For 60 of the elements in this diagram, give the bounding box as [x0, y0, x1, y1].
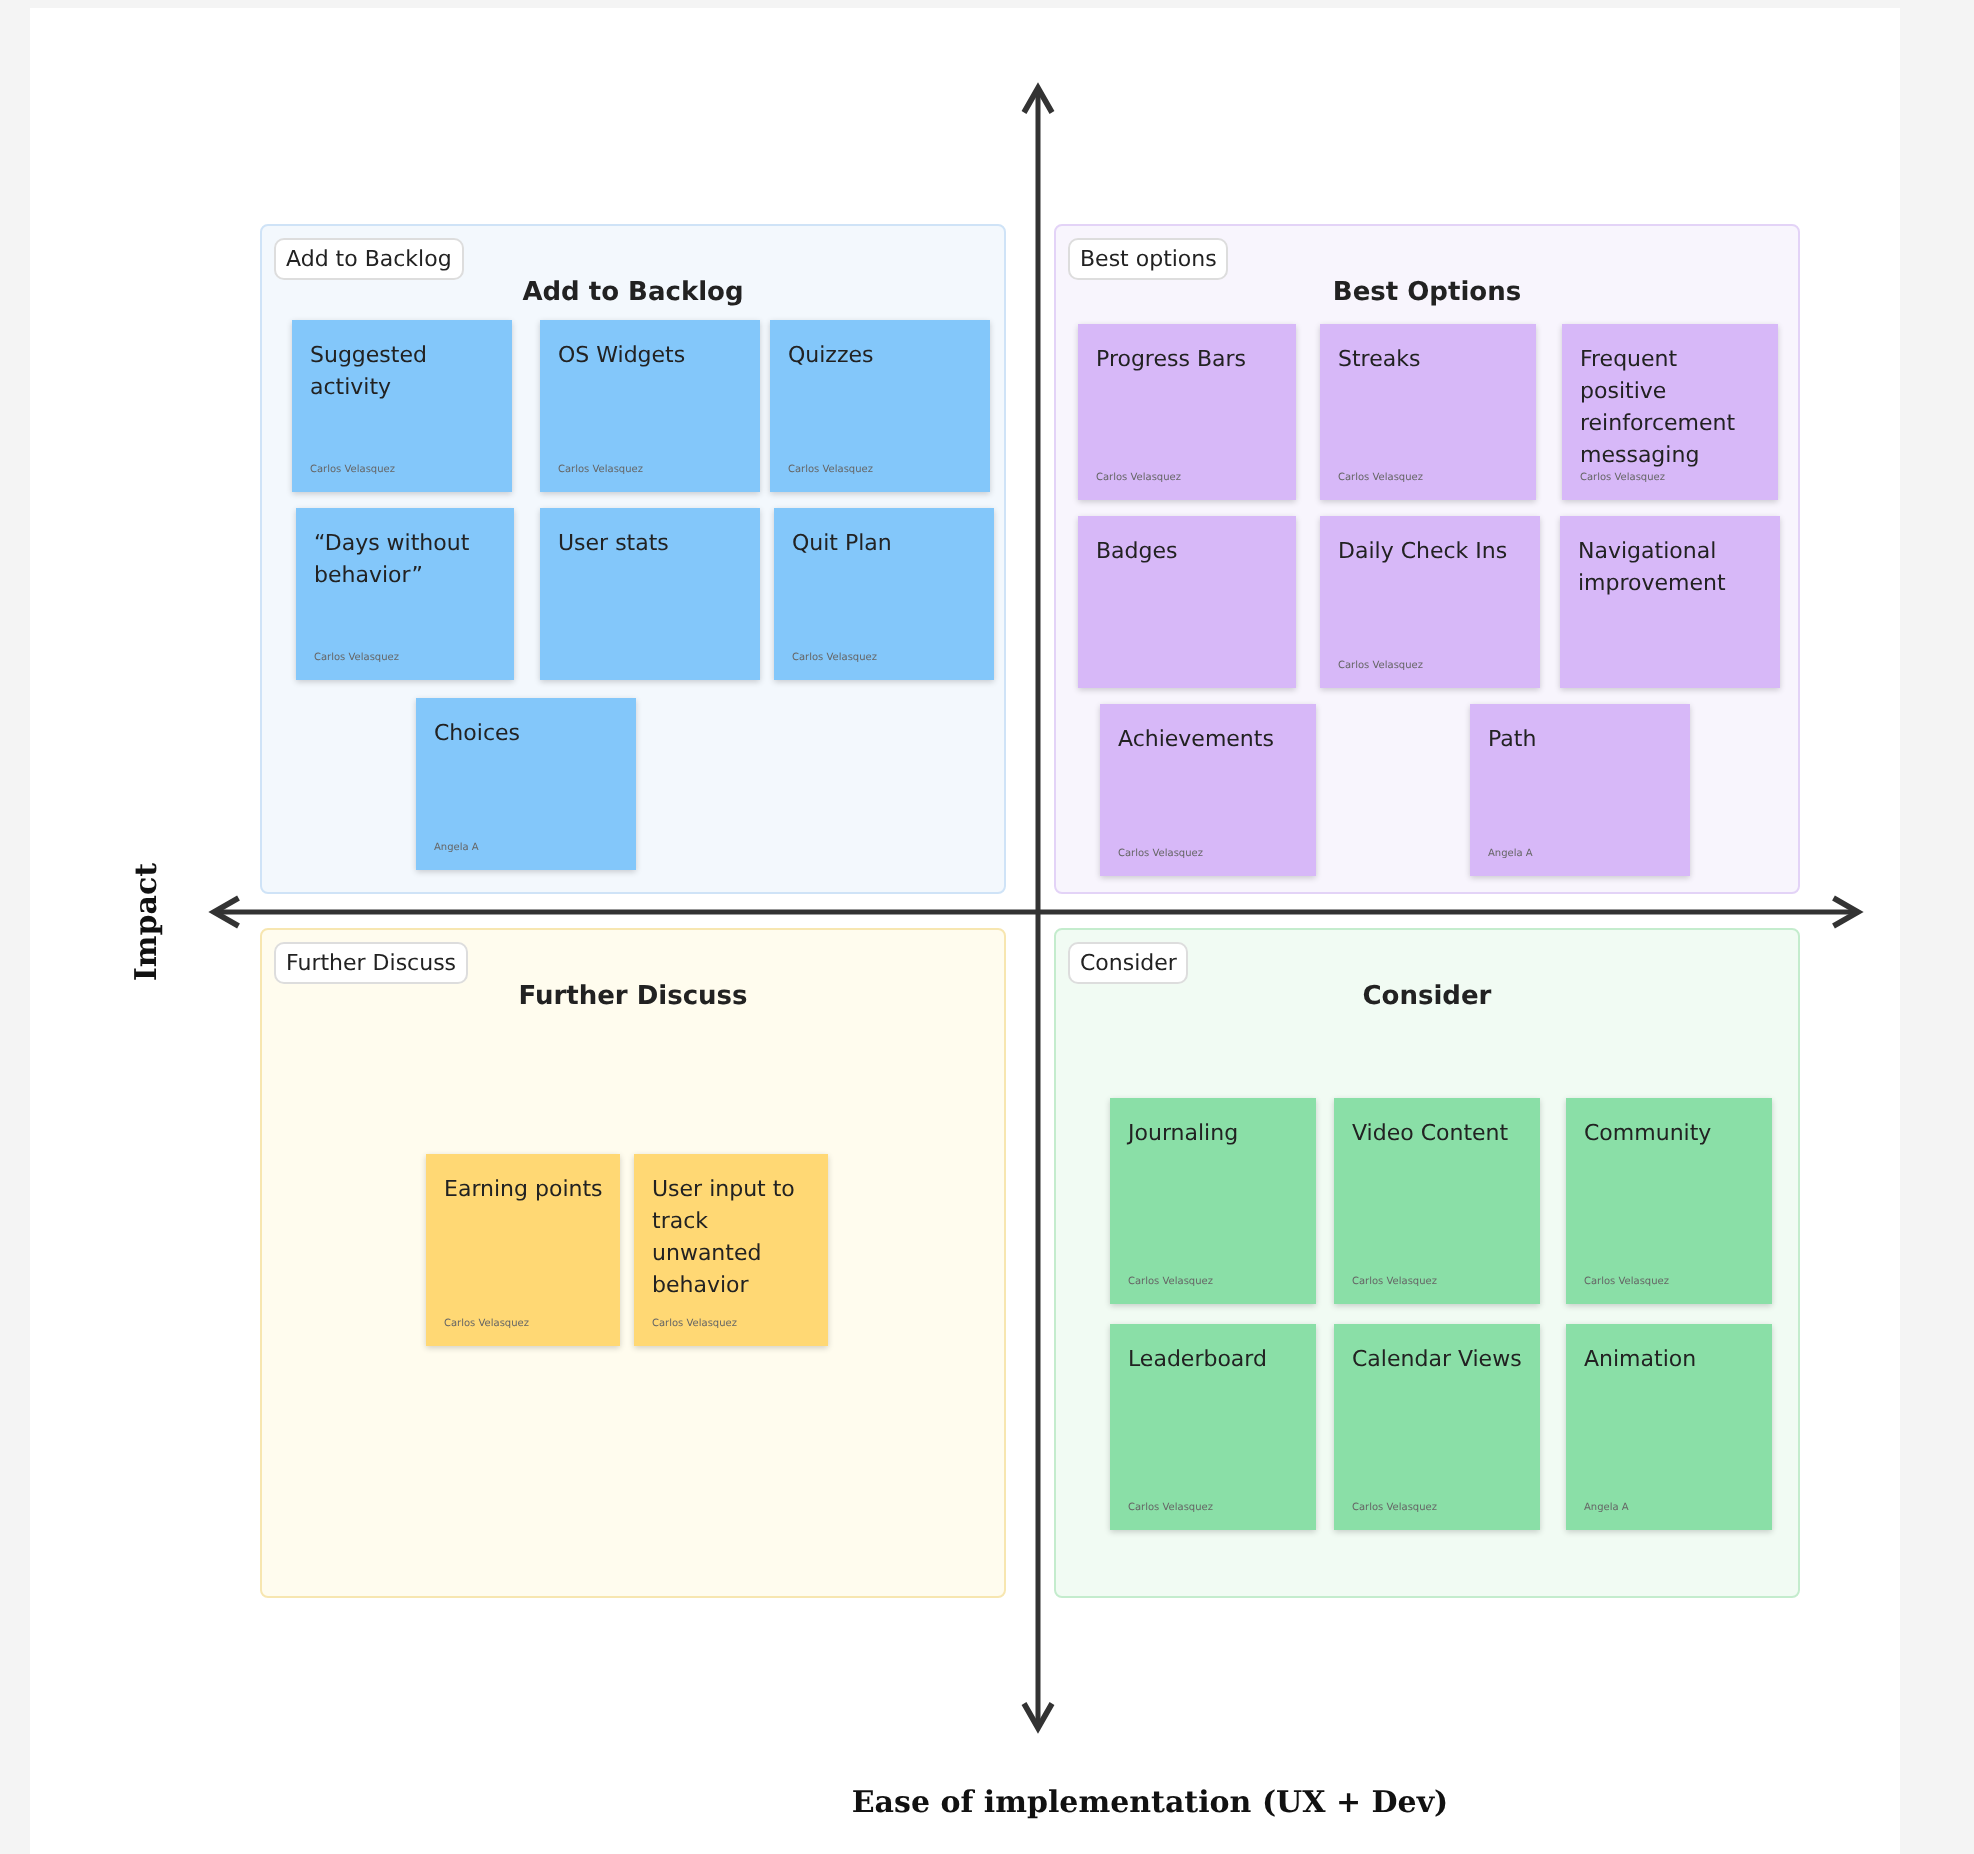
sticky-note: [1110, 1324, 1316, 1530]
sticky-note: [1334, 1098, 1540, 1304]
tag-label: Best options: [1068, 238, 1229, 280]
sticky-note: [1566, 1098, 1772, 1304]
section-heading: Best Options: [1330, 278, 1524, 308]
note-text: Suggested activity: [310, 340, 429, 404]
note-text: Achievements: [1118, 724, 1276, 756]
note-text: Streaks: [1338, 344, 1423, 376]
note-text: Leaderboard: [1128, 1344, 1269, 1376]
axis-label: Ease of implementation (UX + Dev): [851, 1784, 1449, 1820]
sticky-note: [1560, 516, 1780, 688]
sticky-note: [426, 1154, 620, 1346]
note-text: Community: [1584, 1118, 1714, 1150]
note-text: Quit Plan: [792, 528, 894, 560]
sticky-note: [1566, 1324, 1772, 1530]
note-text: User stats: [558, 528, 671, 560]
note-text: User input to track unwanted behavior: [652, 1174, 797, 1302]
note-text: Path: [1488, 724, 1539, 756]
sticky-note: [540, 508, 760, 680]
section-heading: Further Discuss: [516, 982, 750, 1012]
quadrant-panel: [260, 928, 1006, 1598]
tag-label: Add to Backlog: [274, 238, 464, 280]
tag-label: Further Discuss: [274, 942, 469, 984]
note-text: “Days without behavior”: [314, 528, 472, 592]
sticky-note: [296, 508, 514, 680]
sticky-note: [1100, 704, 1316, 876]
quadrant-panel: [1054, 224, 1800, 894]
note-text: OS Widgets: [558, 340, 688, 372]
sticky-note: [292, 320, 512, 492]
section-heading: Consider: [1360, 982, 1494, 1012]
sticky-note: [416, 698, 636, 870]
sticky-note: [1320, 516, 1540, 688]
note-text: Choices: [434, 718, 522, 750]
note-text: Journaling: [1128, 1118, 1241, 1150]
note-text: Quizzes: [788, 340, 876, 372]
axis-label: Impact: [128, 862, 164, 982]
sticky-note: [540, 320, 760, 492]
sticky-note: [1078, 516, 1296, 688]
sticky-note: [774, 508, 994, 680]
note-text: Video Content: [1352, 1118, 1511, 1150]
note-text: Badges: [1096, 536, 1180, 568]
quadrant-panel: [260, 224, 1006, 894]
note-text: Earning points: [444, 1174, 605, 1206]
tag-label: Consider: [1068, 942, 1189, 984]
sticky-note: [634, 1154, 828, 1346]
note-text: Animation: [1584, 1344, 1699, 1376]
sticky-note: [1078, 324, 1296, 500]
note-text: Daily Check Ins: [1338, 536, 1510, 568]
sticky-note: [1470, 704, 1690, 876]
sticky-note: [1110, 1098, 1316, 1304]
note-text: Frequent positive reinforcement messaging: [1580, 344, 1738, 472]
section-heading: Add to Backlog: [520, 278, 746, 308]
sticky-note: [1320, 324, 1536, 500]
note-text: Calendar Views: [1352, 1344, 1524, 1376]
sticky-note: [1334, 1324, 1540, 1530]
quadrant-panel: [1054, 928, 1800, 1598]
note-text: Progress Bars: [1096, 344, 1248, 376]
sticky-note: [1562, 324, 1778, 500]
sticky-note: [770, 320, 990, 492]
note-text: Navigational improvement: [1578, 536, 1728, 600]
